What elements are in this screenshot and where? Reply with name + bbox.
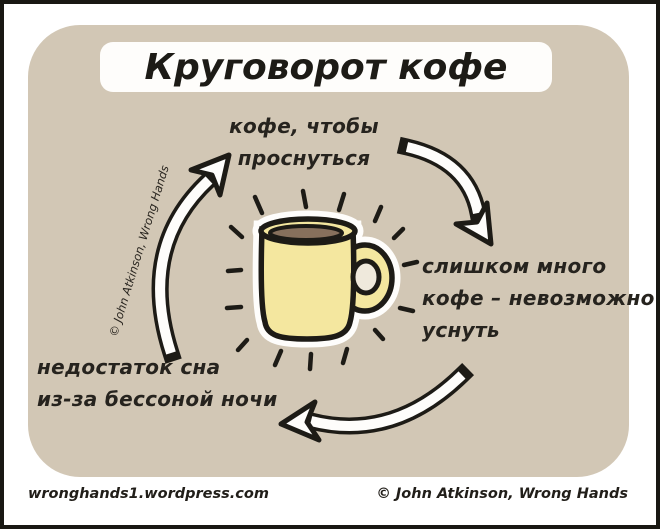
cycle-arrow-left-icon xyxy=(278,362,475,443)
label-line: слишком много xyxy=(422,254,607,278)
cycle-arrow-down-icon xyxy=(396,136,494,247)
label-line: уснуть xyxy=(422,318,500,342)
footer-credit: © John Atkinson, Wrong Hands xyxy=(376,486,628,502)
label-too-much-coffee: слишком много кофе – невозможно уснуть xyxy=(422,250,655,346)
label-lack-of-sleep: недостаток сна из-за бессоной ночи xyxy=(37,351,278,415)
label-line: проснуться xyxy=(237,146,371,170)
footer-site-url: wronghands1.wordpress.com xyxy=(28,486,269,502)
rays-icon xyxy=(224,188,420,372)
label-line: недостаток сна xyxy=(37,355,221,379)
cycle-arrow-up-icon xyxy=(151,152,232,364)
label-line: кофе, чтобы xyxy=(229,114,379,138)
coffee-mug-icon xyxy=(252,210,401,348)
comic-title: Круговорот кофе xyxy=(144,46,508,88)
label-line: из-за бессоной ночи xyxy=(37,387,278,411)
label-line: кофе – невозможно xyxy=(422,286,655,310)
footer: wronghands1.wordpress.com © John Atkinso… xyxy=(28,486,628,502)
title-box: Круговорот кофе xyxy=(100,42,552,92)
label-coffee-to-wake-up: кофе, чтобы проснуться xyxy=(194,110,414,174)
